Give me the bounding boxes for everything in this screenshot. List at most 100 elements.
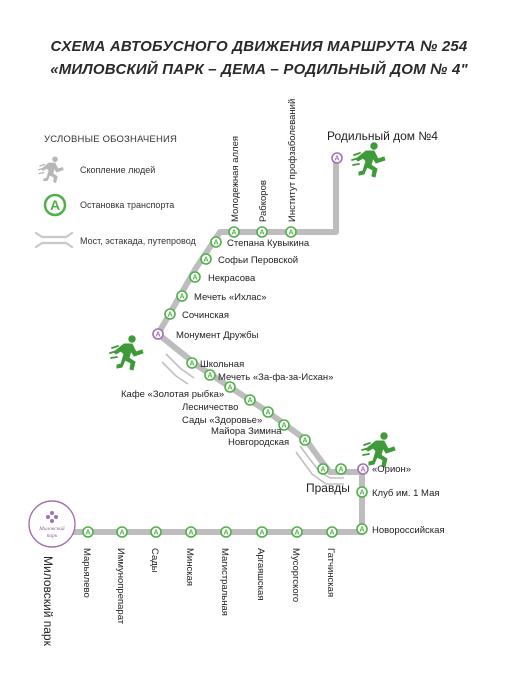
stop-marker: А — [185, 526, 197, 538]
stop-label: Марьялево — [81, 548, 92, 598]
svg-text:А: А — [329, 530, 334, 537]
legend-bridge-label: Мост, эстакада, путепровод — [80, 236, 196, 246]
stop-marker: А — [291, 526, 303, 538]
svg-text:А: А — [265, 410, 270, 417]
svg-text:А: А — [281, 423, 286, 430]
svg-text:А: А — [85, 530, 90, 537]
stop-label: Институт профзаболеваний — [287, 99, 298, 222]
stop-marker: А — [285, 226, 297, 238]
title-line-1: СХЕМА АВТОБУСНОГО ДВИЖЕНИЯ МАРШРУТА № 25… — [50, 38, 468, 55]
stop-label: Мечеть «Ихлас» — [194, 292, 267, 303]
legend-crowd-icon — [37, 156, 64, 184]
stop-marker: А — [244, 394, 256, 406]
stop-label: Аргаяшская — [255, 548, 266, 600]
stop-marker: А — [189, 271, 201, 283]
crowd-icon-terminal — [351, 141, 386, 178]
milovsky-park-logo: Миловский парк — [28, 500, 76, 548]
svg-text:А: А — [227, 385, 232, 392]
svg-text:А: А — [338, 467, 343, 474]
stop-label: Некрасова — [208, 273, 256, 284]
stop-marker: А — [278, 419, 290, 431]
stop-marker: А — [326, 526, 338, 538]
stop-label: Клуб им. 1 Мая — [372, 488, 440, 499]
stop-marker: А — [210, 236, 222, 248]
stop-label: Иммунопрепарат — [115, 548, 126, 625]
svg-text:А: А — [167, 312, 172, 319]
logo-text-2: парк — [47, 533, 58, 539]
svg-text:А: А — [294, 530, 299, 537]
stop-label: Магистральная — [219, 548, 230, 616]
stop-marker: А — [335, 463, 347, 475]
title-line-2: «МИЛОВСКИЙ ПАРК – ДЕМА – РОДИЛЬНЫЙ ДОМ №… — [50, 61, 468, 78]
svg-text:А: А — [360, 467, 365, 474]
svg-text:А: А — [259, 230, 264, 237]
legend-stop-icon: А — [43, 193, 67, 217]
stop-label: Минская — [184, 548, 195, 586]
svg-text:А: А — [223, 530, 228, 537]
stop-label-terminal: Родильный дом №4 — [327, 129, 438, 143]
svg-text:А: А — [203, 257, 208, 264]
stop-marker: А — [200, 253, 212, 265]
stop-marker: А — [220, 526, 232, 538]
svg-text:А: А — [179, 294, 184, 301]
stop-marker: А — [357, 463, 369, 475]
stop-label: Школьная — [200, 359, 244, 370]
stop-label: «Орион» — [372, 464, 411, 475]
stop-marker: А — [186, 357, 198, 369]
stop-label: Рабкоров — [258, 180, 269, 222]
svg-text:А: А — [320, 467, 325, 474]
stop-label: Лесничество — [182, 402, 238, 413]
svg-text:А: А — [247, 398, 252, 405]
stop-label-pravdy: Правды — [306, 481, 350, 495]
stop-marker: А — [176, 290, 188, 302]
svg-text:А: А — [192, 275, 197, 282]
logo-text-1: Миловский — [38, 525, 65, 532]
stop-label: Мусоргского — [290, 548, 301, 602]
svg-text:А: А — [155, 332, 160, 339]
legend-title: УСЛОВНЫЕ ОБОЗНАЧЕНИЯ — [44, 134, 178, 145]
legend-crowd-label: Скопление людей — [80, 165, 156, 175]
svg-text:А: А — [288, 230, 293, 237]
stop-label: Молодежная аллея — [230, 136, 241, 222]
svg-text:А: А — [213, 240, 218, 247]
stop-marker: А — [262, 406, 274, 418]
stop-marker: А — [224, 381, 236, 393]
svg-text:А: А — [259, 530, 264, 537]
svg-text:А: А — [359, 527, 364, 534]
svg-text:А: А — [188, 530, 193, 537]
svg-text:А: А — [189, 361, 194, 368]
stop-marker: А — [356, 486, 368, 498]
stop-label: Гатчинская — [325, 548, 336, 597]
stop-labels: Миловский парк Марьялево Иммунопрепарат … — [41, 99, 445, 647]
stop-label: Мечеть «За-фа-за-Исхан» — [218, 372, 333, 383]
stop-label: Сады — [149, 548, 160, 573]
stop-label: Сочинская — [182, 310, 229, 321]
stop-marker: А — [150, 526, 162, 538]
stop-marker: А — [256, 526, 268, 538]
stop-marker: А — [116, 526, 128, 538]
legend-stop-letter: А — [50, 197, 60, 213]
svg-text:А: А — [359, 490, 364, 497]
stop-marker: А — [164, 308, 176, 320]
stop-marker: А — [152, 328, 164, 340]
svg-text:А: А — [153, 530, 158, 537]
stop-marker: А — [317, 463, 329, 475]
legend-bridge-icon — [34, 231, 74, 249]
crowd-icon-monument — [109, 334, 144, 371]
stop-marker-terminal: А — [331, 152, 343, 164]
stop-label: Степана Кувыкина — [227, 238, 310, 249]
svg-text:А: А — [302, 438, 307, 445]
stop-markers: А А А А А А А А А А А А А А А А А А А А … — [82, 152, 369, 538]
stop-marker: А — [204, 369, 216, 381]
stop-label: Софьи Перовской — [218, 255, 298, 266]
stop-marker: А — [356, 523, 368, 535]
svg-text:А: А — [207, 373, 212, 380]
svg-text:А: А — [119, 530, 124, 537]
stop-marker: А — [299, 434, 311, 446]
stop-label: Новгородская — [228, 437, 289, 448]
crowd-icon-orion — [361, 431, 396, 468]
bridge-shkolnaya — [161, 353, 195, 385]
legend-stop-label: Остановка транспорта — [80, 200, 175, 210]
stop-marker: А — [82, 526, 94, 538]
